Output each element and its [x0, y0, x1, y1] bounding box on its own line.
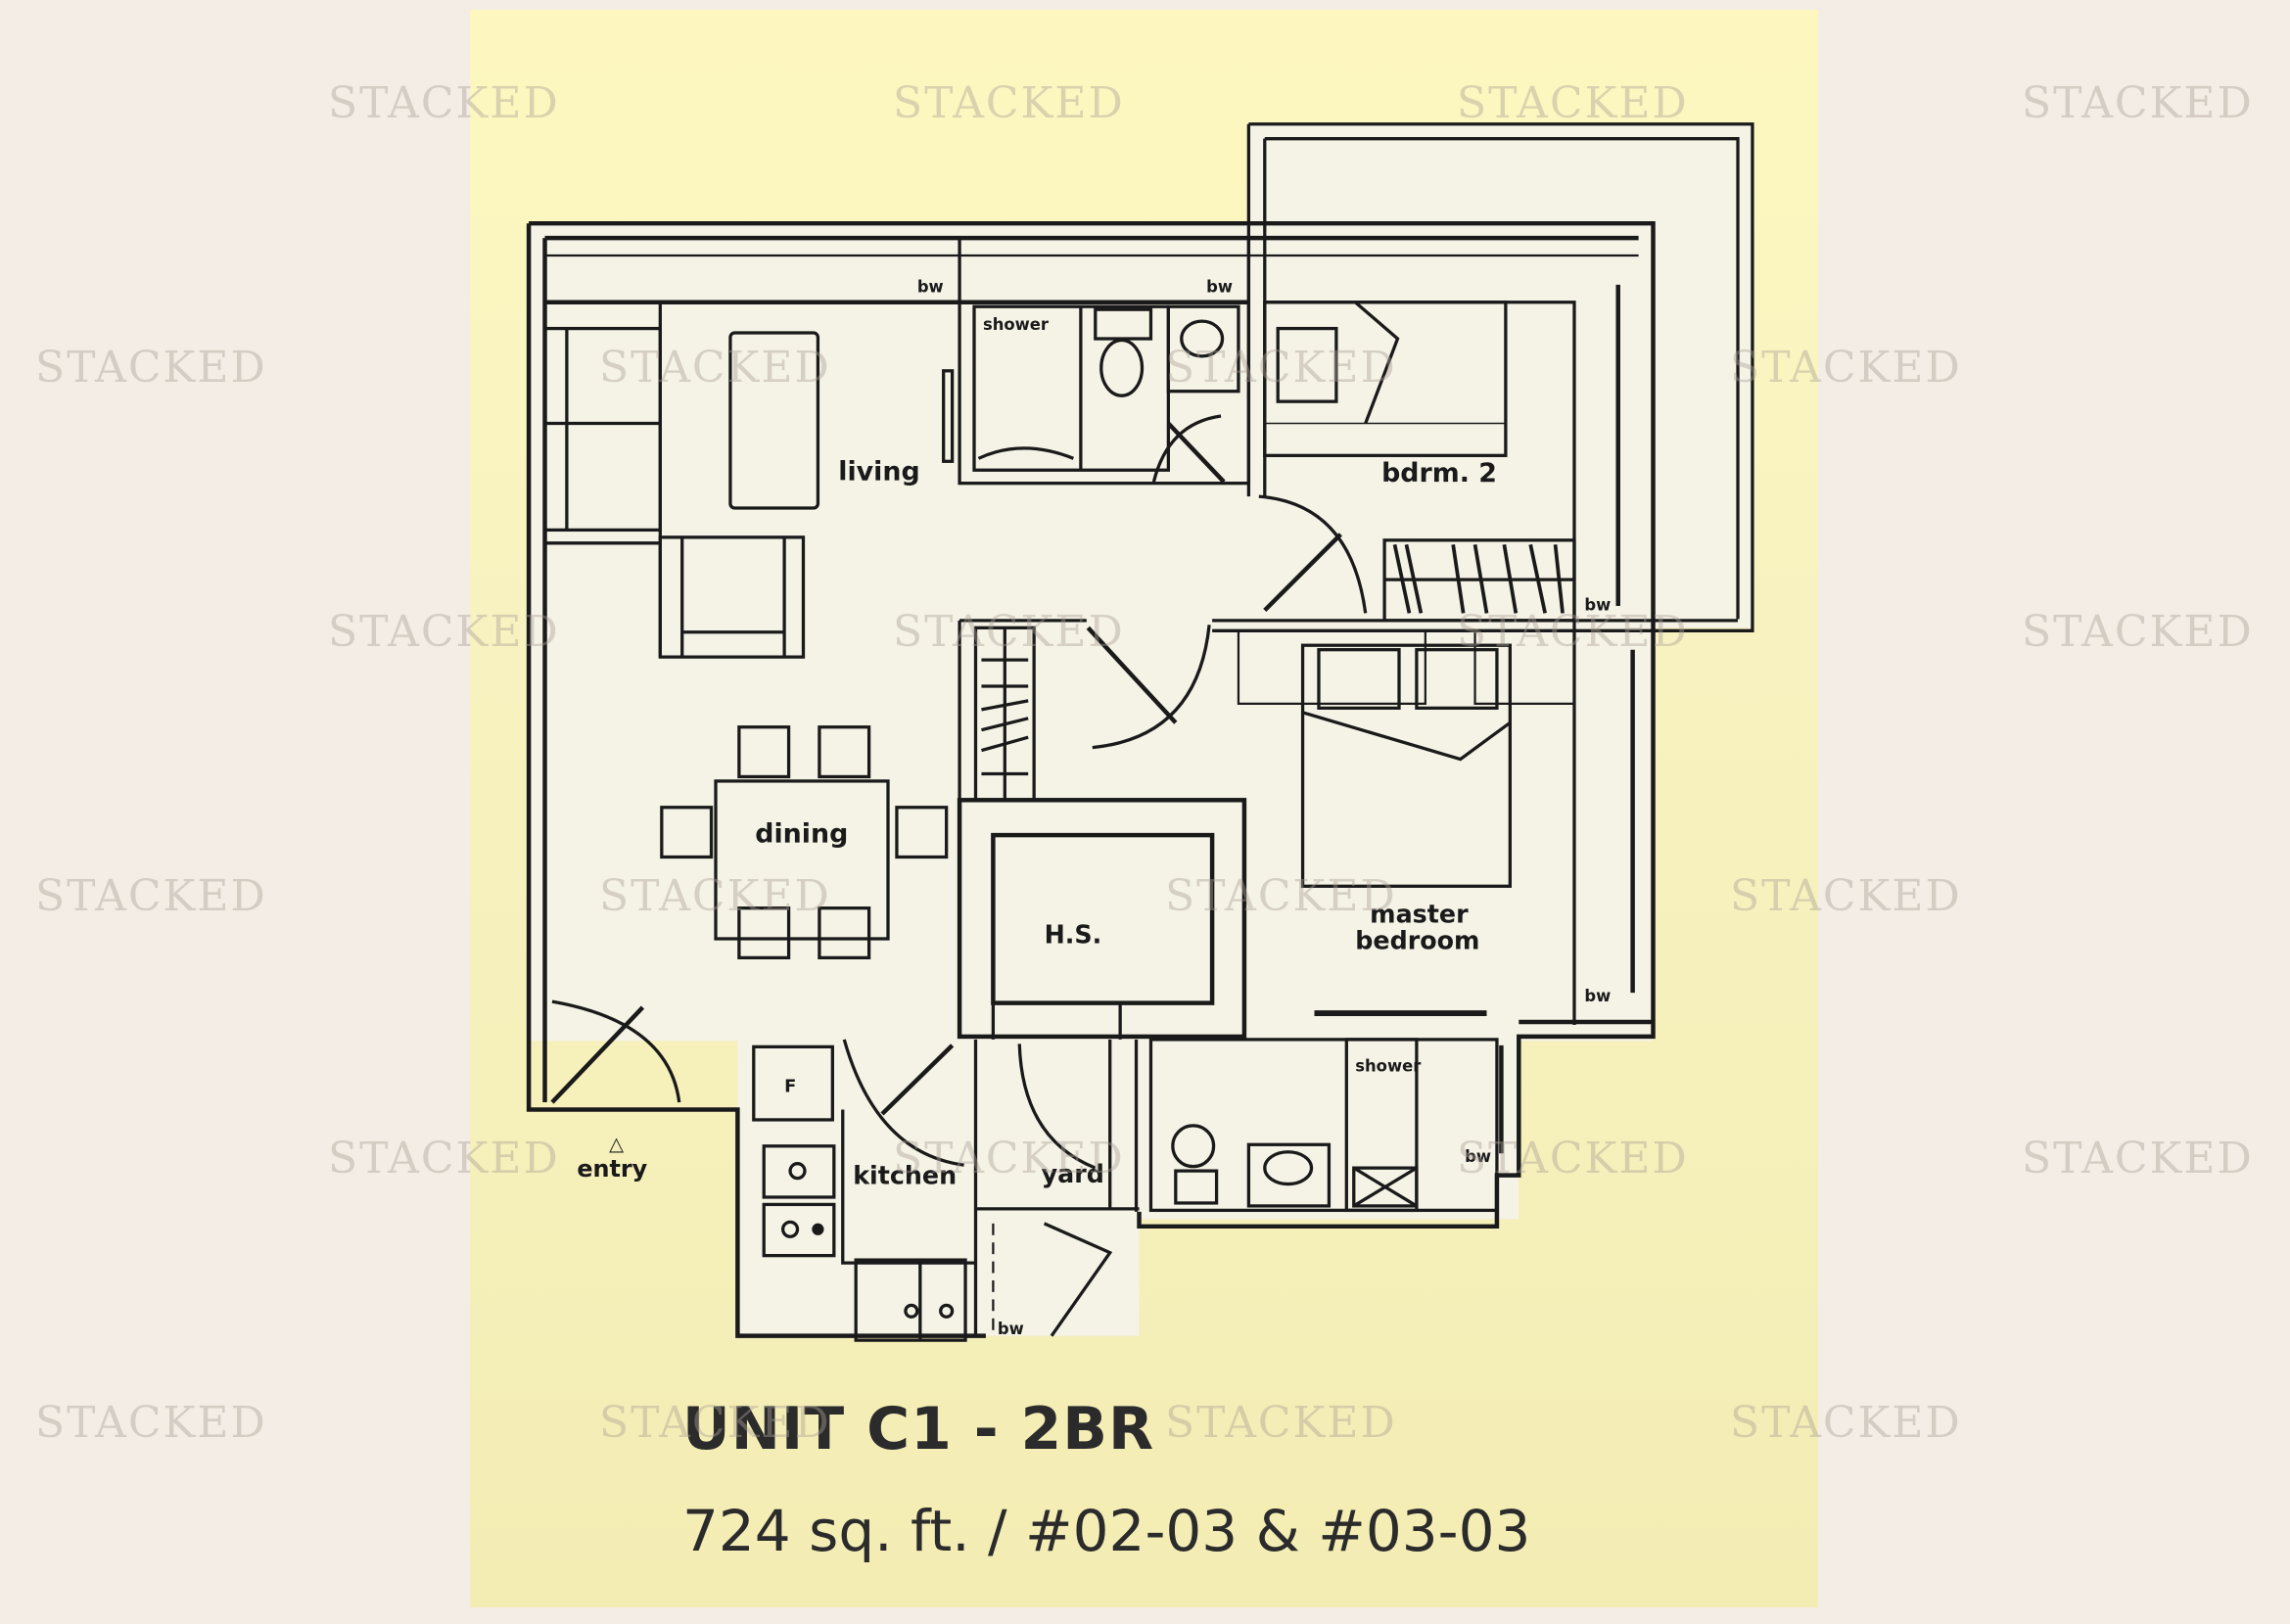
master-bedroom — [1237, 620, 1635, 1025]
label-bw: bw — [1584, 595, 1611, 614]
sink-icon — [1263, 1150, 1314, 1186]
living-furniture — [542, 302, 820, 659]
entry-marker-icon: △ — [609, 1133, 624, 1155]
room-label-master-2: bedroom — [1355, 925, 1479, 954]
label-fridge: F — [784, 1077, 796, 1097]
unit-details: 724 sq. ft. / #02-03 & #03-03 — [682, 1498, 1531, 1564]
household-shelter — [957, 798, 1247, 1040]
bedroom-2 — [1263, 284, 1620, 623]
label-bw: bw — [998, 1320, 1024, 1338]
label-shower-common: shower — [983, 315, 1050, 334]
sink-icon — [1180, 319, 1225, 358]
room-label-entry: entry — [577, 1155, 647, 1183]
toilet-icon — [1099, 338, 1145, 397]
master-bathroom — [1148, 1038, 1504, 1213]
entry-door — [550, 999, 681, 1104]
label-bw: bw — [1584, 987, 1611, 1005]
label-bw: bw — [1465, 1147, 1491, 1166]
common-bathroom — [942, 236, 1251, 486]
kitchen — [752, 1039, 978, 1342]
yard — [975, 1039, 1140, 1337]
label-bw: bw — [1206, 277, 1233, 296]
unit-title: UNIT C1 - 2BR — [682, 1395, 1155, 1463]
room-label-master-1: master — [1370, 900, 1469, 929]
room-label-kitchen: kitchen — [853, 1161, 957, 1190]
room-label-dining: dining — [755, 819, 848, 850]
toilet-icon — [1171, 1124, 1216, 1169]
room-label-yard: yard — [1042, 1159, 1104, 1188]
dining-set — [660, 725, 949, 960]
room-label-hs: H.S. — [1045, 919, 1102, 949]
door-swings — [1086, 494, 1368, 750]
label-bw: bw — [917, 277, 944, 296]
room-label-living: living — [838, 457, 919, 487]
hob-icon — [788, 1162, 807, 1181]
label-shower-master: shower — [1355, 1057, 1422, 1076]
room-label-bedroom-2: bdrm. 2 — [1381, 458, 1497, 488]
